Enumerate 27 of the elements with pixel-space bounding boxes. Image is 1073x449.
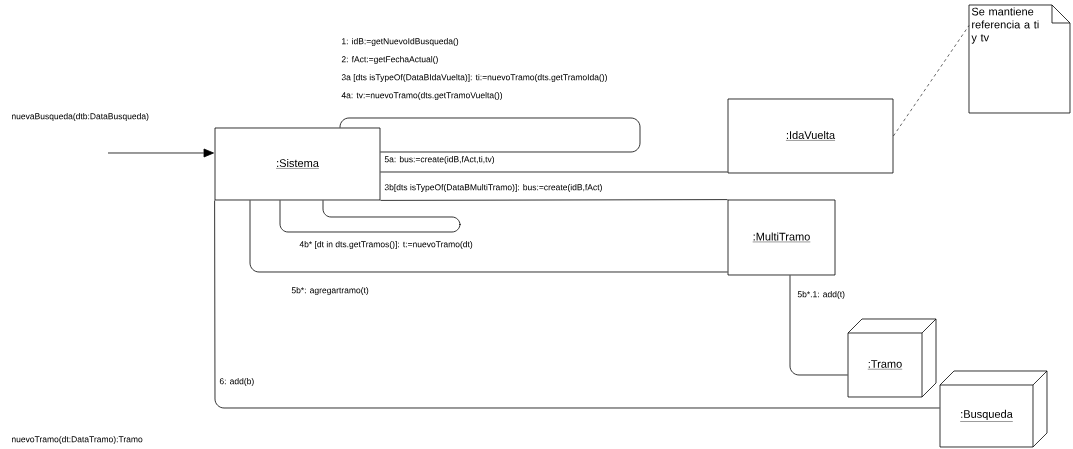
message-label: 4a: tv:=nuevoTramo(dts.getTramoVuelta()) bbox=[341, 92, 503, 100]
message-label: 3a [dts isTypeOf(DataBIdaVuelta)]: ti:=nuevoTramo(dts.getTramoIda()) bbox=[341, 74, 607, 82]
connector-line bbox=[249, 200, 728, 273]
operation-label: nuevoTramo(dt:DataTramo):Tramo bbox=[12, 436, 143, 444]
object-box: :Tramo bbox=[847, 318, 937, 398]
connector-line bbox=[380, 199, 728, 201]
edge-label: 5b*: agregartramo(t) bbox=[291, 287, 369, 295]
edge-label: 6: add(b) bbox=[219, 378, 254, 386]
connector-line bbox=[339, 117, 641, 153]
edge-label: nuevaBusqueda(dtb:DataBusqueda) bbox=[12, 113, 149, 121]
connector-line bbox=[789, 275, 848, 376]
message-label: 1: idB:=getNuevoIdBusqueda() bbox=[342, 38, 459, 46]
object-box: :IdaVuelta bbox=[727, 98, 894, 174]
connector-line bbox=[380, 171, 728, 173]
edge-label: 4b* [dt in dts.getTramos()]: t:=nuevoTramo(dt) bbox=[299, 241, 473, 249]
object-box: :Sistema bbox=[214, 127, 381, 201]
edge-label: 5b*.1: add(t) bbox=[797, 291, 845, 299]
edge-label: 5a: bus:=create(idB,fAct,ti,tv) bbox=[384, 156, 495, 164]
connector-line bbox=[214, 200, 940, 409]
connector-line bbox=[279, 200, 461, 233]
object-box: :MultiTramo bbox=[727, 199, 836, 276]
message-label: 2: fAct:=getFechaActual() bbox=[341, 56, 438, 64]
note: Se mantiene referencia a ti y tv bbox=[968, 4, 1071, 114]
edge-label: 3b[dts isTypeOf(DataBMultiTramo)]: bus:=create(idB,fAct) bbox=[384, 184, 602, 192]
object-box: :Busqueda bbox=[939, 370, 1048, 448]
dashed-line bbox=[893, 25, 970, 137]
arrow bbox=[107, 148, 214, 158]
